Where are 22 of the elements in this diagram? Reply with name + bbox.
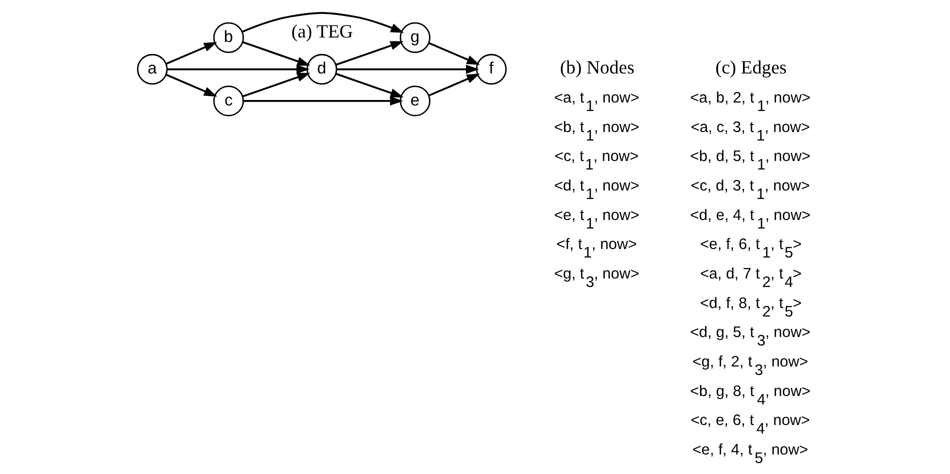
node-circle: a [136,54,168,85]
node-circle: d [306,54,337,85]
node-circle: c [212,86,244,116]
arrow [242,12,404,33]
arrow [242,96,403,106]
label: (c) Edges [714,58,786,79]
node-circle: f [475,54,506,85]
arrow [242,41,310,66]
arrow [165,74,217,97]
label: (a) TEG [290,21,352,42]
arrow [242,72,310,98]
node-circle: b [212,22,244,53]
arrow [165,42,217,65]
arrow [335,72,404,98]
arrow [166,64,310,74]
node-circle: g [399,22,430,53]
arrow [428,74,480,96]
arrow [335,41,404,66]
arrow [428,42,480,65]
node-circle: e [399,86,430,116]
arrow [336,64,479,74]
label: (b) Nodes [559,58,634,79]
